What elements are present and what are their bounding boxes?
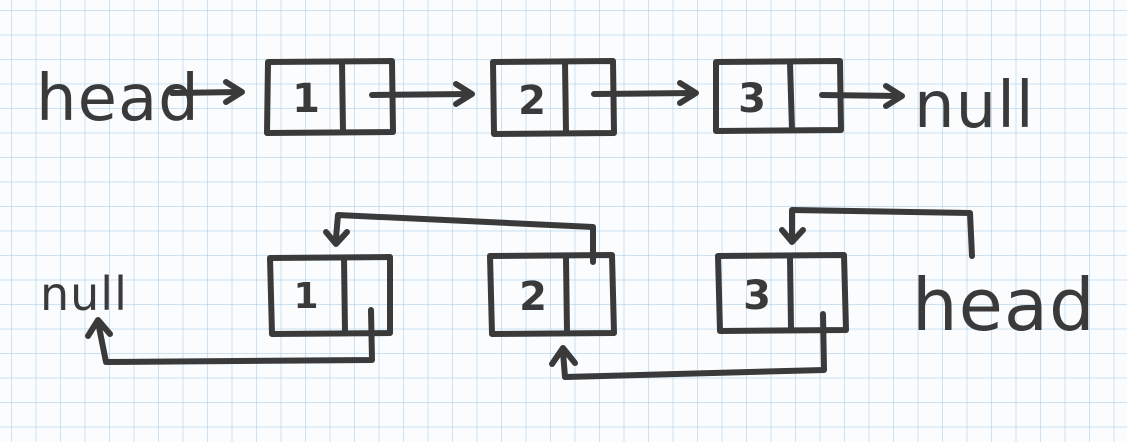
bottom-node-2-box — [487, 252, 617, 337]
top-null-label: null — [914, 69, 1035, 143]
node-3-to-node-2-arrowhead — [549, 345, 578, 367]
top-node-2-divider — [562, 59, 569, 135]
bottom-node-3-value: 3 — [743, 273, 771, 319]
top-node-2: 2 — [490, 58, 617, 137]
bottom-node-3-box — [715, 252, 849, 334]
node-1-to-null-arrowhead — [85, 317, 113, 339]
node-2-to-node-3-arrowhead — [677, 80, 699, 106]
node-1-to-node-2-arrowhead — [453, 81, 475, 107]
bottom-node-1: 1 — [267, 254, 393, 337]
node-3-to-node-2-arrow — [560, 311, 827, 380]
bottom-node-3: 3 — [715, 252, 849, 334]
node-3-to-null-arrow — [819, 92, 903, 99]
node-1-to-node-2-arrow — [369, 91, 473, 98]
bottom-node-2-value: 2 — [519, 274, 547, 320]
reversed-list: null 1 2 3 head — [40, 207, 1096, 380]
bottom-node-2: 2 — [487, 252, 617, 337]
top-head-label: head — [36, 62, 200, 136]
node-2-to-node-1-arrowhead — [323, 229, 350, 247]
top-node-3-divider — [787, 60, 795, 133]
node-1-to-null-arrow — [95, 307, 375, 365]
top-node-1: 1 — [264, 58, 396, 136]
node-2-to-node-1-arrow — [333, 212, 596, 265]
head-to-node-1-arrow — [169, 89, 243, 96]
top-node-3-value: 3 — [738, 76, 766, 122]
bottom-node-1-box — [267, 254, 393, 337]
bottom-node-1-value: 1 — [293, 276, 318, 317]
head-to-node-1-arrowhead — [223, 79, 245, 105]
top-node-2-box — [490, 58, 617, 137]
bottom-node-3-divider — [787, 255, 794, 331]
bottom-node-1-divider — [341, 255, 348, 335]
node-3-to-null-arrowhead — [883, 83, 905, 109]
head-to-node-3-arrowhead — [779, 227, 806, 245]
top-node-1-divider — [339, 59, 346, 135]
top-node-1-box — [264, 58, 396, 136]
bottom-null-label: null — [40, 267, 128, 321]
top-node-3-box — [713, 58, 844, 134]
top-node-2-value: 2 — [518, 78, 546, 124]
top-node-3: 3 — [713, 58, 844, 134]
original-list: head 1 2 3 — [36, 58, 1035, 143]
node-2-to-node-3-arrow — [591, 90, 697, 97]
bottom-node-2-divider — [563, 255, 570, 335]
head-to-node-3-arrow — [789, 207, 975, 259]
bottom-head-label: head — [912, 263, 1096, 347]
top-node-1-value: 1 — [292, 76, 320, 122]
